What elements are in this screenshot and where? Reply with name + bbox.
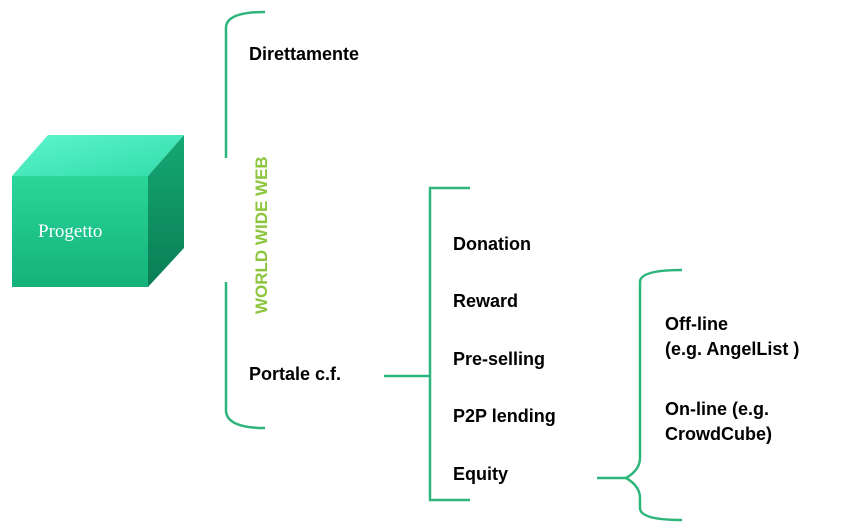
cube-side-face <box>148 135 184 287</box>
equity-bracket <box>623 268 683 522</box>
portal-type-equity: Equity <box>453 464 509 484</box>
equity-online-line2: CrowdCube) <box>665 424 772 444</box>
cube-front-face <box>12 176 148 287</box>
main-bracket <box>224 10 266 430</box>
equity-offline-line1: Off-line <box>665 314 728 334</box>
cube-top-face <box>12 135 184 176</box>
portal-type-p2p-lending: P2P lending <box>453 406 556 426</box>
portal-bracket <box>428 186 470 502</box>
portal-type-pre-selling: Pre-selling <box>453 349 546 369</box>
project-label: Progetto <box>38 221 103 242</box>
world-wide-web-label: WORLD WIDE WEB <box>252 156 271 314</box>
portal-type-donation: Donation <box>453 234 531 254</box>
equity-online-line1: On-line (e.g. <box>665 399 770 419</box>
portal-type-reward: Reward <box>453 291 519 311</box>
equity-mode-offline: Off-line (e.g. AngelList ) <box>665 312 799 362</box>
equity-mode-online: On-line (e.g. CrowdCube) <box>665 397 772 447</box>
portal-channel-label: Portale c.f. <box>249 364 342 384</box>
equity-offline-line2: (e.g. AngelList ) <box>665 339 800 359</box>
project-cube <box>12 135 184 287</box>
direct-channel-label: Direttamente <box>249 44 360 64</box>
